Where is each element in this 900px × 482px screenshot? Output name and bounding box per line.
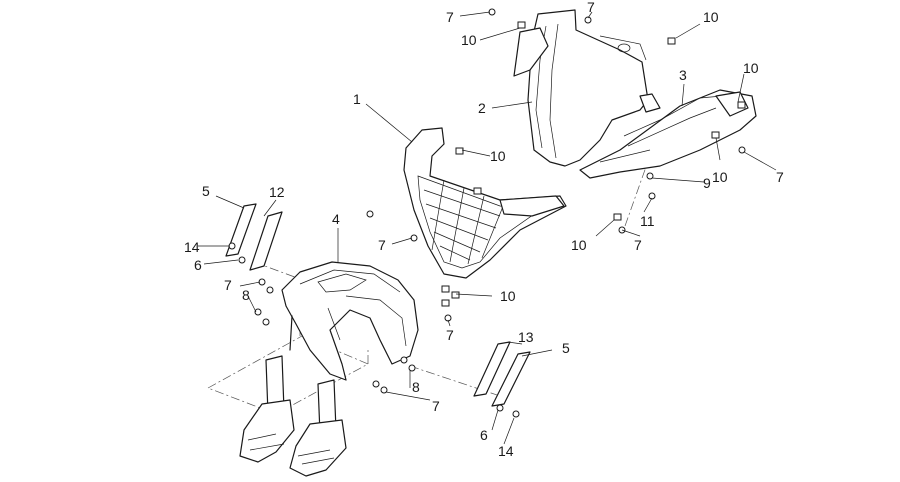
side-panel-part-3	[579, 89, 757, 179]
callout-3: 3	[679, 67, 687, 83]
callout-2: 2	[478, 100, 486, 116]
callout-14a: 14	[184, 239, 200, 255]
callout-5b: 5	[562, 340, 570, 356]
callout-7g: 7	[776, 169, 784, 185]
callout-11: 11	[640, 213, 655, 229]
callout-7b: 7	[587, 0, 595, 15]
callout-12: 12	[269, 184, 285, 200]
callout-5a: 5	[202, 183, 210, 199]
belly-pan-part-2	[513, 9, 649, 167]
callout-10d: 10	[490, 148, 506, 164]
callout-7e: 7	[446, 327, 454, 343]
callouts: 1 2 3 4 5 5 6 6 7 7 7 7 7 7 7 7 8 8 9 10…	[184, 0, 784, 459]
callout-6a: 6	[194, 257, 202, 273]
callout-4: 4	[332, 211, 340, 227]
callout-7h: 7	[432, 398, 440, 414]
callout-10f: 10	[712, 169, 728, 185]
front-grille-part-1	[403, 127, 567, 279]
fork-legs	[239, 355, 347, 477]
callout-14b: 14	[498, 443, 514, 459]
callout-7f: 7	[634, 237, 642, 253]
callout-7d: 7	[224, 277, 232, 293]
grille-mesh	[423, 179, 505, 265]
callout-10g: 10	[571, 237, 587, 253]
callout-10a: 10	[461, 32, 477, 48]
callout-1: 1	[353, 91, 361, 107]
fasteners	[228, 8, 746, 418]
callout-10b: 10	[703, 9, 719, 25]
callout-6b: 6	[480, 427, 488, 443]
front-mudguard-part-4	[281, 261, 419, 381]
leader-lines	[198, 11, 777, 445]
callout-9: 9	[703, 175, 711, 191]
callout-10c: 10	[743, 60, 759, 76]
callout-7c: 7	[378, 237, 386, 253]
callout-8a: 8	[242, 287, 250, 303]
callout-8b: 8	[412, 379, 420, 395]
callout-10e: 10	[500, 288, 516, 304]
callout-13: 13	[518, 329, 534, 345]
callout-7a: 7	[446, 9, 454, 25]
